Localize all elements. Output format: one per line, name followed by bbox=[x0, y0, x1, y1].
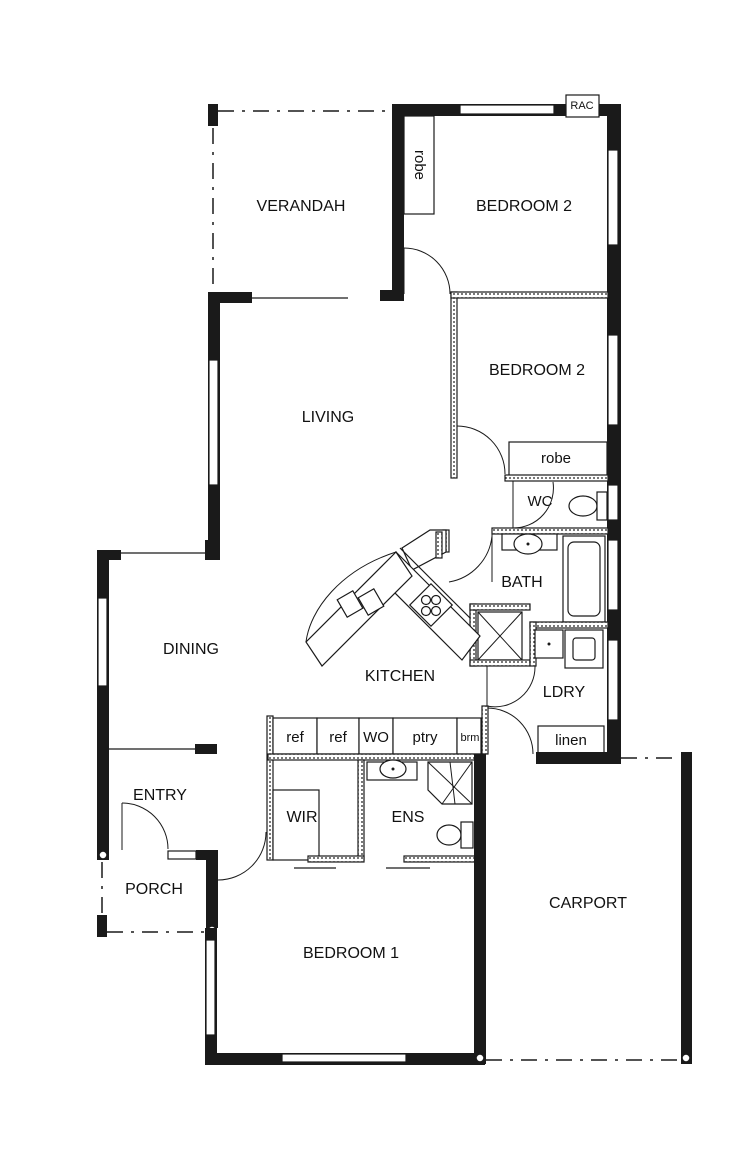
verandah-outline bbox=[208, 104, 392, 292]
ref-2 bbox=[316, 717, 360, 755]
dining-entry-walls bbox=[97, 540, 267, 937]
label-laundry: LDRY bbox=[543, 684, 586, 701]
label-wir: WIR bbox=[286, 809, 317, 826]
label-broom: brm bbox=[461, 732, 480, 744]
pantry-row bbox=[266, 715, 485, 861]
robe-top bbox=[403, 115, 435, 215]
label-bedroom-2-mid: BEDROOM 2 bbox=[489, 362, 585, 379]
rac-unit bbox=[565, 94, 600, 118]
label-dining: DINING bbox=[163, 641, 219, 658]
ref-1 bbox=[272, 717, 318, 755]
label-bath: BATH bbox=[501, 574, 542, 591]
wir-ensuite bbox=[272, 754, 486, 1064]
label-carport: CARPORT bbox=[549, 895, 627, 912]
label-ref-1: ref bbox=[286, 729, 304, 746]
pantry bbox=[392, 717, 458, 755]
label-rac: RAC bbox=[570, 100, 593, 112]
label-ensuite: ENS bbox=[392, 809, 425, 826]
linen-cupboard bbox=[537, 725, 605, 755]
label-wall-oven: WO bbox=[363, 729, 389, 746]
label-verandah: VERANDAH bbox=[257, 198, 346, 215]
room-labels: VERANDAH BEDROOM 2 BEDROOM 2 LIVING DINI… bbox=[125, 198, 627, 962]
ensuite-toilet bbox=[436, 824, 462, 846]
label-kitchen: KITCHEN bbox=[365, 668, 435, 685]
living-walls bbox=[208, 291, 609, 560]
broom-cupboard bbox=[456, 717, 482, 755]
label-porch: PORCH bbox=[125, 881, 183, 898]
label-bedroom-1: BEDROOM 1 bbox=[303, 945, 399, 962]
label-living: LIVING bbox=[302, 409, 354, 426]
label-robe-top: robe bbox=[411, 150, 428, 180]
bedroom-1-walls bbox=[205, 928, 485, 1065]
bath-wc-block bbox=[442, 441, 609, 667]
cooktop bbox=[408, 582, 454, 628]
label-robe-mid: robe bbox=[541, 450, 571, 467]
kitchen-block bbox=[305, 529, 481, 667]
label-wc: WC bbox=[528, 493, 553, 510]
label-ref-2: ref bbox=[329, 729, 347, 746]
label-bedroom-2-top: BEDROOM 2 bbox=[476, 198, 572, 215]
carport-outline bbox=[486, 752, 692, 1064]
bedroom-2-top-walls bbox=[380, 94, 621, 764]
label-linen: linen bbox=[555, 732, 587, 749]
label-pantry: ptry bbox=[412, 729, 438, 746]
wc-toilet bbox=[568, 495, 598, 517]
wir-shelf bbox=[272, 789, 320, 861]
fixture-labels: RAC robe robe ref ref WO ptry brm linen bbox=[286, 100, 593, 749]
label-entry: ENTRY bbox=[133, 787, 187, 804]
